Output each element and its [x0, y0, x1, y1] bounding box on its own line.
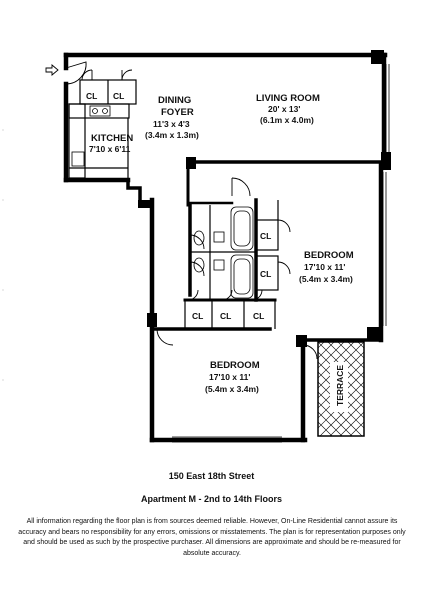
bathroom-fixtures [193, 206, 254, 299]
doors [65, 61, 318, 360]
dining-foyer-dim-m: (3.4m x 1.3m) [145, 130, 199, 140]
walls [63, 52, 388, 443]
terrace-label: TERRACE [335, 365, 345, 406]
living-room-dim-ft: 20' x 13' [268, 104, 300, 114]
floor-plan: CL CL DINING FOYER 11'3 x 4'3 (3.4m x 1.… [2, 50, 391, 443]
disclaimer: All information regarding the floor plan… [18, 518, 406, 557]
windows [172, 64, 390, 443]
address: 150 East 18th Street [168, 471, 255, 481]
apartment-floors: Apartment M - 2nd to 14th Floors [140, 494, 282, 504]
living-room-dim-m: (6.1m x 4.0m) [260, 115, 314, 125]
terrace-hatch [317, 341, 365, 437]
columns [138, 50, 391, 347]
bedroom-right-name: BEDROOM [304, 250, 354, 261]
bedroom-right-dim-m: (5.4m x 3.4m) [299, 274, 353, 284]
closet-label: CL [260, 269, 271, 279]
dining-foyer-name-line2: FOYER [161, 107, 194, 118]
bedroom-lower-name: BEDROOM [210, 360, 260, 371]
bedroom-lower-dim-ft: 17'10 x 11' [209, 372, 250, 382]
kitchen-dim-ft: 7'10 x 6'11 [89, 144, 131, 154]
bedroom-lower-dim-m: (5.4m x 3.4m) [205, 384, 259, 394]
closet-label: CL [113, 91, 124, 101]
closet-label: CL [260, 231, 271, 241]
dining-foyer-dim-ft: 11'3 x 4'3 [153, 119, 190, 129]
bedroom-right-dim-ft: 17'10 x 11' [304, 262, 345, 272]
closet-label: CL [253, 311, 264, 321]
kitchen-fixtures [71, 105, 111, 167]
kitchen-name: KITCHEN [91, 133, 133, 144]
scan-marks [2, 129, 4, 381]
closet-label: CL [192, 311, 203, 321]
interior-walls [68, 79, 279, 329]
dining-foyer-name-line1: DINING [158, 95, 191, 106]
room-labels: CL CL DINING FOYER 11'3 x 4'3 (3.4m x 1.… [86, 91, 354, 406]
closet-label: CL [86, 91, 97, 101]
entry-arrow-icon [45, 64, 59, 76]
living-room-name: LIVING ROOM [256, 93, 320, 104]
closet-label: CL [220, 311, 231, 321]
